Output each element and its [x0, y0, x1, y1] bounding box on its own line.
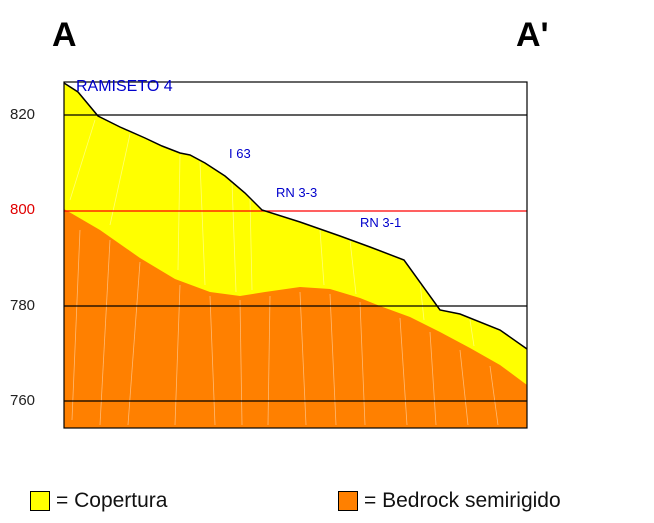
- well-label-rn-3-1: RN 3-1: [360, 215, 401, 230]
- hatch-pattern: [69, 119, 499, 426]
- copertura-swatch: [30, 491, 50, 511]
- y-tick-780: 780: [10, 297, 36, 314]
- bedrock-layer: [64, 209, 527, 428]
- legend-copertura-label: = Copertura: [56, 489, 168, 512]
- well-label-ramiseto-4: RAMISETO 4: [76, 78, 173, 95]
- section-frame: [63, 81, 528, 429]
- well-label-i63: I 63: [229, 146, 251, 161]
- y-tick-820: 820: [10, 106, 36, 123]
- topographic-profile: [63, 82, 528, 350]
- section-end-label: A': [516, 16, 549, 54]
- y-tick-760: 760: [10, 392, 36, 409]
- legend-bedrock-label: = Bedrock semirigido: [364, 489, 561, 512]
- well-label-rn-3-3: RN 3-3: [276, 185, 317, 200]
- bedrock-swatch: [338, 491, 358, 511]
- y-tick-800: 800: [10, 201, 36, 218]
- section-start-label: A: [52, 16, 77, 54]
- legend-copertura: = Copertura: [30, 489, 167, 513]
- legend-bedrock: = Bedrock semirigido: [338, 489, 561, 513]
